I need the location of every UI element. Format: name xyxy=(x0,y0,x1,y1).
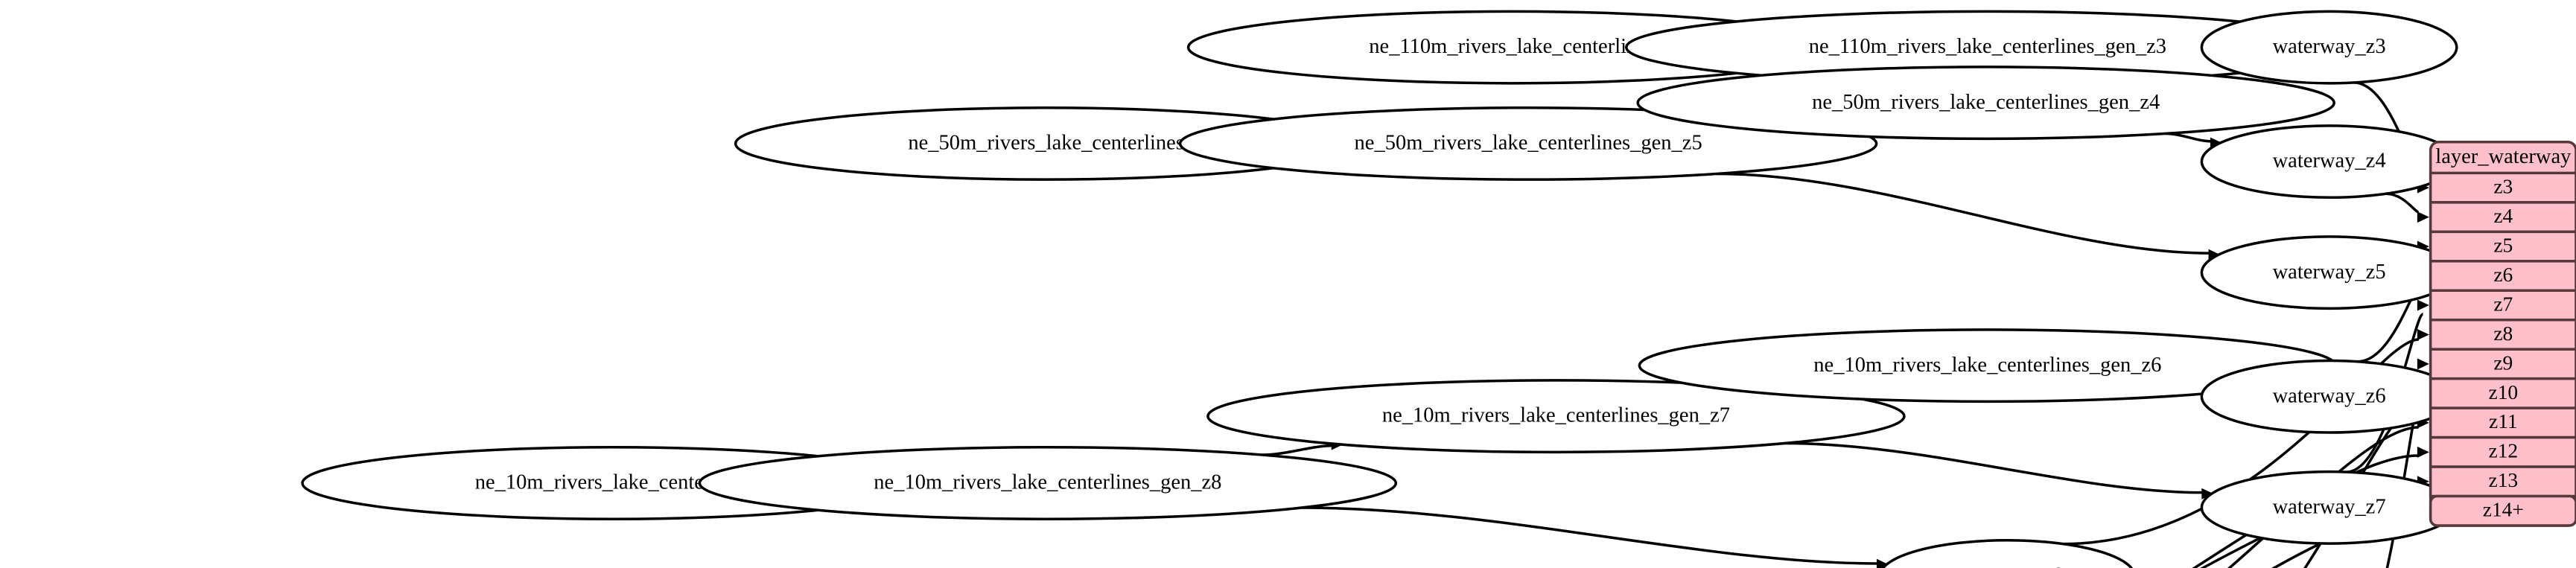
edge-arrowhead xyxy=(2417,358,2429,370)
edge-arrowhead xyxy=(2417,446,2429,458)
edge-arrowhead xyxy=(2417,211,2429,223)
edge-arrowhead xyxy=(2417,299,2429,311)
node-shape[interactable] xyxy=(1636,66,2335,141)
edge-ne50_z5-to-waterway_z5 xyxy=(1716,172,2221,261)
node-shape[interactable] xyxy=(1178,106,1878,181)
edge-line xyxy=(1784,441,2202,494)
edge-line xyxy=(1716,172,2209,255)
node-shape[interactable] xyxy=(2200,10,2458,85)
node-shape[interactable] xyxy=(2200,470,2458,545)
node-shape[interactable] xyxy=(2200,124,2458,200)
node-shape[interactable] xyxy=(698,445,1398,520)
edge-waterway_z4-to-layer_waterway-z4 xyxy=(2385,192,2429,223)
edge-line xyxy=(1301,506,1877,565)
record-cell-z10[interactable] xyxy=(2429,377,2576,409)
record-cell-z3[interactable] xyxy=(2429,171,2576,204)
record-cell-z12[interactable] xyxy=(2429,435,2576,468)
node-waterway_z4[interactable]: waterway_z4 xyxy=(2200,124,2458,200)
node-shape[interactable] xyxy=(1206,379,1906,454)
edge-ne10_z8-to-waterway_z8 xyxy=(1301,506,1889,568)
record-cell-z11[interactable] xyxy=(2429,406,2576,439)
edge-line xyxy=(2063,338,2419,546)
record-node-layer-waterway: layer_waterwayz3z4z5z6z7z8z9z10z11z12z13… xyxy=(2429,140,2576,527)
node-shape[interactable] xyxy=(2200,359,2458,434)
node-waterway_z6[interactable]: waterway_z6 xyxy=(2200,359,2458,434)
record-cell-z7[interactable] xyxy=(2429,289,2576,322)
edge-ne10_z7-to-waterway_z7 xyxy=(1784,441,2214,500)
record-cell-z9[interactable] xyxy=(2429,348,2576,380)
edge-arrowhead xyxy=(2417,328,2429,340)
edge-line xyxy=(2227,426,2419,568)
nodes-layer: imposm3osm_waterway_linestringne_110m_ri… xyxy=(301,10,2458,568)
edge-arrowhead xyxy=(1876,558,1889,568)
record-cell-z8[interactable] xyxy=(2429,318,2576,351)
node-ne50_z4[interactable]: ne_50m_rivers_lake_centerlines_gen_z4 xyxy=(1636,66,2335,141)
record-cell-z6[interactable] xyxy=(2429,260,2576,293)
record-node-layer: layer_waterwayz3z4z5z6z7z8z9z10z11z12z13… xyxy=(2429,140,2576,527)
node-shape[interactable] xyxy=(1880,538,2134,568)
node-waterway_z5[interactable]: waterway_z5 xyxy=(2200,235,2458,310)
record-cell-z4[interactable] xyxy=(2429,201,2576,234)
edge-ne50_z4-to-waterway_z4 xyxy=(2165,132,2222,149)
edge-line xyxy=(2385,192,2420,214)
edge-line xyxy=(2165,132,2211,143)
record-cell-z5[interactable] xyxy=(2429,230,2576,263)
record-cell-z14plus[interactable] xyxy=(2429,494,2576,527)
node-waterway_z7[interactable]: waterway_z7 xyxy=(2200,470,2458,545)
edge-line xyxy=(2271,513,2418,568)
node-waterway_z8[interactable]: waterway_z8 xyxy=(1880,538,2134,568)
node-shape[interactable] xyxy=(2200,235,2458,310)
record-cell-z13[interactable] xyxy=(2429,465,2576,498)
edge-waterway_z8-to-layer_waterway-z8 xyxy=(2063,328,2429,546)
node-ne10_z8[interactable]: ne_10m_rivers_lake_centerlines_gen_z8 xyxy=(698,445,1398,520)
node-waterway_z3[interactable]: waterway_z3 xyxy=(2200,10,2458,85)
edge-line xyxy=(1262,444,1332,456)
